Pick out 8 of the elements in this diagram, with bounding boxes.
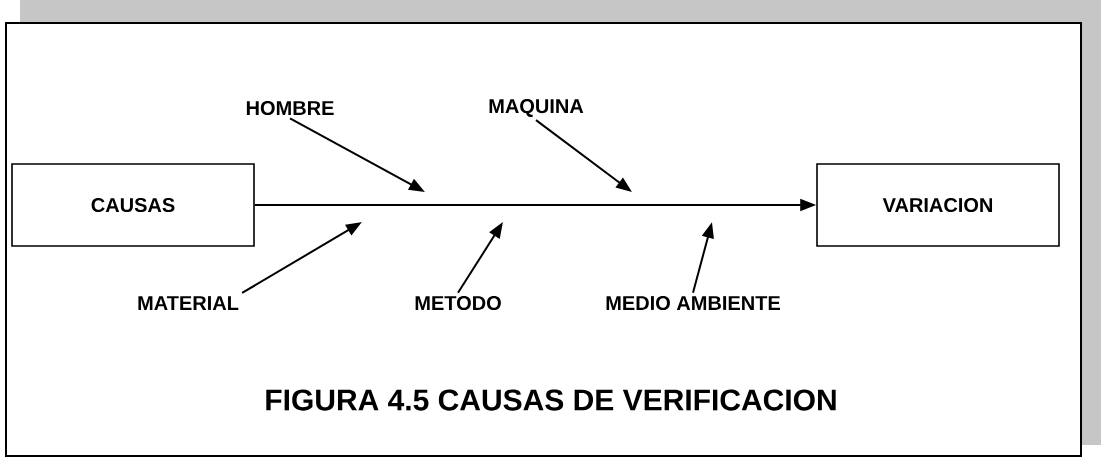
cause-label: MAQUINA (489, 99, 584, 117)
figure-caption: FIGURA 4.5 CAUSAS DE VERIFICACION (266, 389, 836, 411)
cause-label: MEDIO AMBIENTE (606, 295, 780, 311)
effect-box: VARIACION (816, 163, 1060, 247)
cause-label: HOMBRE (246, 100, 334, 116)
cause-box: CAUSAS (11, 163, 255, 247)
cause-label: MATERIAL (138, 296, 239, 310)
cause-label: METODO (415, 295, 501, 311)
